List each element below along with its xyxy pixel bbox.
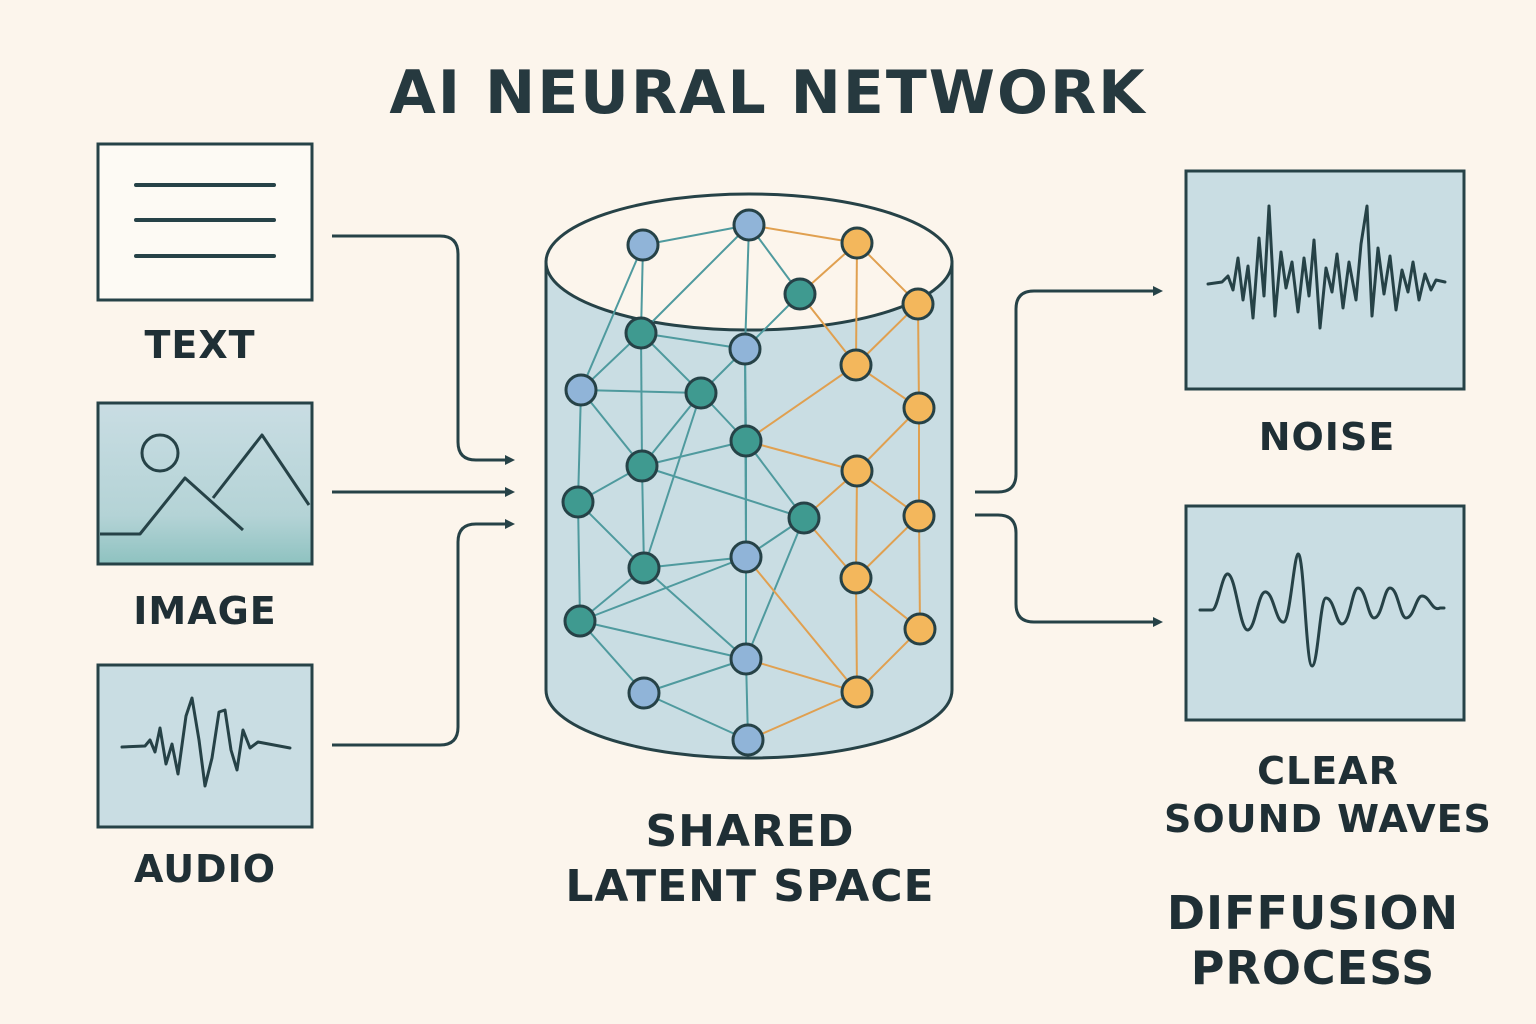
network-node	[627, 676, 661, 710]
text-arrow	[332, 234, 515, 465]
network-node	[728, 332, 762, 366]
network-edge	[643, 556, 747, 569]
network-edge	[855, 577, 858, 693]
network-node	[839, 561, 873, 595]
network-edge	[745, 517, 805, 660]
network-node	[839, 348, 873, 382]
network-edge	[577, 501, 581, 622]
network-edge	[641, 465, 805, 519]
text-lines-icon	[134, 183, 276, 258]
clear-waves-label: CLEAR SOUND WAVES	[1150, 748, 1506, 843]
input-arrows	[332, 234, 515, 747]
network-edge	[643, 692, 749, 741]
network-edge	[918, 515, 921, 630]
network-edge	[745, 364, 857, 442]
noisy-waveform-icon	[1206, 204, 1447, 330]
network-node	[840, 454, 874, 488]
network-edge	[855, 470, 858, 579]
network-node	[783, 277, 817, 311]
network-edge	[855, 242, 858, 366]
network-nodes	[561, 208, 937, 757]
network-node	[729, 642, 763, 676]
network-edge	[577, 389, 582, 503]
latent-space-label-line1: SHARED	[645, 806, 855, 857]
network-node	[787, 501, 821, 535]
network-edge	[744, 224, 750, 350]
text-label: TEXT	[144, 323, 256, 367]
diffusion-process-label-line2: PROCESS	[1190, 941, 1436, 996]
image-input-card	[96, 401, 314, 566]
network-edge	[643, 658, 747, 694]
network-edge	[642, 224, 750, 246]
text-input-card	[96, 142, 314, 302]
latent-space-cylinder	[544, 192, 954, 760]
network-node	[902, 391, 936, 425]
network-node	[732, 208, 766, 242]
network-edge	[917, 303, 920, 409]
network-node	[729, 540, 763, 574]
noise-output-card	[1184, 169, 1466, 391]
network-node	[627, 551, 661, 585]
network-edge	[579, 556, 747, 622]
audio-arrow	[332, 519, 515, 747]
network-edge	[640, 224, 750, 334]
network-node	[729, 424, 763, 458]
network-node	[903, 612, 937, 646]
network-node	[624, 316, 658, 350]
network-node	[840, 226, 874, 260]
network-edge	[745, 658, 858, 693]
network-edge	[641, 465, 645, 569]
network-node	[561, 485, 595, 519]
output-arrows	[975, 286, 1163, 627]
network-node	[563, 604, 597, 638]
audio-label: AUDIO	[133, 847, 277, 891]
network-edge	[640, 332, 643, 467]
diagram-title: AI NEURAL NETWORK	[389, 58, 1147, 128]
network-edge	[580, 244, 644, 391]
network-node	[902, 499, 936, 533]
network-node	[626, 228, 660, 262]
network-edge	[579, 620, 747, 660]
clear-waves-label-line1: CLEAR	[1257, 749, 1399, 793]
network-edge	[745, 440, 858, 472]
network-node	[625, 449, 659, 483]
landscape-icon	[100, 433, 311, 536]
network-node	[901, 287, 935, 321]
diffusion-process-label: DIFFUSION PROCESS	[1150, 886, 1476, 996]
network-edge	[748, 224, 858, 244]
network-edge	[745, 556, 858, 693]
clear-arrow	[975, 513, 1163, 627]
network-edge	[643, 392, 702, 569]
noise-label: NOISE	[1258, 415, 1396, 459]
network-node	[840, 675, 874, 709]
clear-waveform-icon	[1198, 552, 1446, 668]
audio-input-card	[96, 663, 314, 829]
network-node	[684, 376, 718, 410]
noise-arrow	[975, 286, 1163, 494]
latent-space-label-line2: LATENT SPACE	[565, 861, 935, 912]
diffusion-process-label-line1: DIFFUSION	[1166, 886, 1460, 940]
latent-space-label: SHARED LATENT SPACE	[540, 804, 960, 914]
image-label: IMAGE	[133, 589, 277, 633]
network-edge	[641, 440, 747, 467]
network-edge	[643, 567, 747, 660]
network-node	[731, 723, 765, 757]
clear-waves-label-line2: SOUND WAVES	[1164, 796, 1492, 841]
clear-waves-output-card	[1184, 504, 1466, 722]
network-node	[564, 373, 598, 407]
network-edge	[747, 691, 858, 741]
network-edge	[640, 332, 746, 350]
waveform-icon	[120, 696, 292, 788]
